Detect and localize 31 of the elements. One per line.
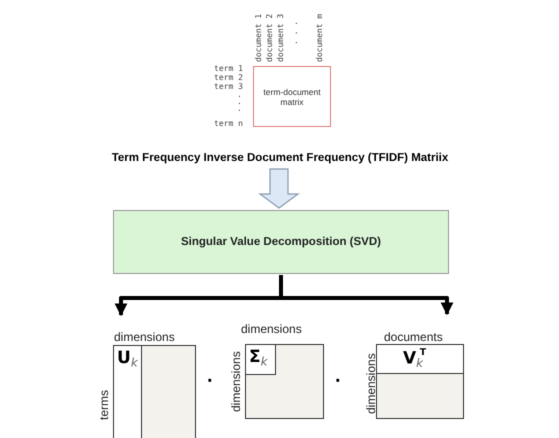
column-label: document 2 <box>265 14 274 62</box>
ellipsis-dot: . <box>237 104 242 113</box>
column-label: document 3 <box>276 14 285 62</box>
column-label: document m <box>315 14 324 62</box>
axis-label: documents <box>384 330 443 344</box>
axis-label: dimensions <box>114 330 175 344</box>
column-label: document 1 <box>254 14 263 62</box>
axis-label: dimensions <box>229 351 243 412</box>
matrix-symbol: Σ$_{k}$ <box>249 347 268 369</box>
block-arrow <box>258 168 300 209</box>
matrix-symbol: U$_{k}$ <box>117 348 138 370</box>
ellipsis-dot: . <box>237 90 242 99</box>
multiplication-dot: · <box>335 370 342 393</box>
row-label: term 1 <box>214 64 243 73</box>
matrix-label: term-document matrix <box>262 86 322 106</box>
row-label: term n <box>214 119 243 128</box>
heading: Term Frequency Inverse Document Frequency (TFIDF) Matriix <box>112 152 448 164</box>
ellipsis-dot: . <box>237 97 242 106</box>
process-box <box>113 210 449 274</box>
matrix-box <box>245 344 324 419</box>
box-label: Singular Value Decomposition (SVD) <box>180 236 381 248</box>
multiplication-dot: · <box>207 370 214 393</box>
axis-label: terms <box>97 390 111 420</box>
row-label: term 3 <box>214 82 243 91</box>
axis-label: dimensions <box>364 353 378 414</box>
matrix-box <box>253 66 331 127</box>
matrix-box <box>376 344 464 419</box>
ellipsis-dot: . . . <box>290 20 299 45</box>
axis-label: dimensions <box>241 322 302 336</box>
matrix-box <box>113 345 196 438</box>
row-label: term 2 <box>214 73 243 82</box>
